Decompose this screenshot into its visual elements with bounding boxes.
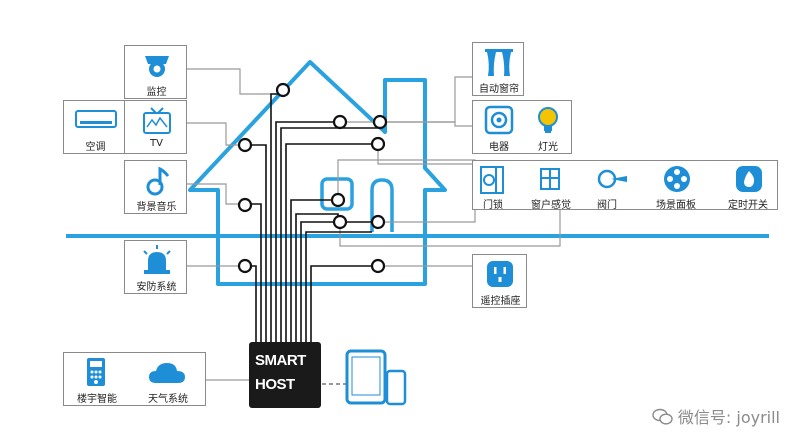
- lightbulb-icon: [538, 107, 558, 133]
- label-curtain: 自动窗帘: [479, 84, 519, 95]
- curtain-icon: [485, 49, 513, 76]
- label-door-lock: 门锁: [483, 200, 503, 211]
- label-monitor: 监控: [146, 87, 167, 98]
- node-security: [237, 258, 253, 274]
- node-tv: [237, 137, 253, 153]
- device-box-security: 安防系统: [124, 240, 187, 294]
- label-timer-switch: 定时开关: [728, 200, 768, 211]
- power-icon: [736, 166, 762, 192]
- host-wires: [245, 93, 383, 342]
- node-panel: [370, 214, 386, 230]
- music-note-icon: [146, 166, 170, 196]
- node-monitor: [275, 82, 291, 98]
- device-box-tv: TV: [124, 100, 187, 154]
- intercom-icon: [87, 358, 105, 386]
- label-remote-socket: 遥控插座: [480, 296, 521, 307]
- device-box-curtain: 自动窗帘: [472, 42, 524, 96]
- device-box-appliance-light: 电器 灯光: [472, 100, 572, 154]
- host-line1: SMART: [255, 352, 306, 369]
- appliance-icon: [484, 105, 514, 135]
- device-box-socket: 遥控插座: [472, 254, 527, 308]
- valve-icon: [597, 169, 627, 189]
- scene-panel-icon: [664, 166, 690, 192]
- window-icon: [540, 168, 560, 190]
- label-appliance: 电器: [489, 142, 509, 153]
- tv-icon: [143, 107, 171, 134]
- label-security: 安防系统: [136, 282, 177, 293]
- alarm-siren-icon: [143, 245, 171, 274]
- tablet-icon: [345, 349, 387, 405]
- wechat-icon: [652, 408, 673, 425]
- label-intercom: 楼宇智能: [77, 394, 117, 405]
- device-box-building: 楼宇智能 天气系统: [63, 352, 206, 406]
- label-scene-panel: 场景面板: [656, 200, 696, 211]
- label-valve: 阀门: [597, 200, 617, 211]
- smart-host: SMART HOST: [249, 342, 321, 408]
- door-lock-icon: [480, 166, 504, 194]
- connector-lines: [186, 68, 561, 381]
- camera-icon: [145, 56, 169, 77]
- house-window: [320, 177, 354, 211]
- cloud-icon: [149, 363, 185, 383]
- label-light: 灯光: [538, 142, 558, 153]
- node-light: [370, 136, 386, 152]
- house-door: [370, 178, 394, 232]
- node-curtain: [332, 114, 348, 130]
- label-ac: 空调: [85, 142, 106, 153]
- node-lock: [332, 214, 348, 230]
- connection-nodes: [237, 82, 388, 274]
- device-box-music: 背景音乐: [124, 160, 187, 214]
- node-appliance: [372, 114, 388, 130]
- house-outline: [188, 60, 447, 286]
- phone-icon: [385, 369, 407, 406]
- node-socket: [370, 258, 386, 274]
- device-box-monitor: 监控: [124, 45, 187, 99]
- label-tv: TV: [150, 138, 163, 149]
- label-music: 背景音乐: [136, 202, 177, 213]
- label-window-sensor: 窗户感觉: [531, 200, 571, 211]
- device-box-ac: 空调: [63, 100, 126, 154]
- host-line2: HOST: [255, 376, 295, 393]
- socket-icon: [487, 261, 513, 287]
- node-window: [330, 192, 346, 208]
- watermark-text: 微信号: joyrill: [677, 408, 780, 427]
- node-music: [237, 197, 253, 213]
- device-box-row: 门锁 窗户感觉 阀门 场景面板 定时开关: [472, 160, 778, 211]
- air-conditioner-icon: [75, 110, 117, 128]
- watermark: 微信号: joyrill: [652, 404, 780, 428]
- label-weather: 天气系统: [148, 394, 188, 405]
